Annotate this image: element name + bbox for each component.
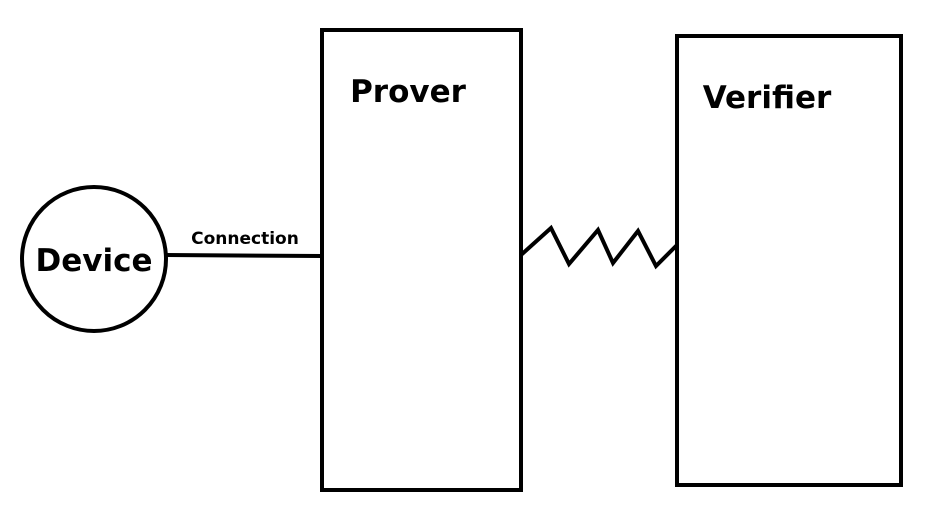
zigzag-line	[519, 224, 679, 270]
zigzag-edge	[519, 224, 679, 270]
device-node: Device	[20, 185, 168, 333]
verifier-label: Verifier	[703, 80, 832, 116]
device-label: Device	[36, 243, 153, 279]
connection-label: Connection	[191, 229, 299, 249]
device-circle	[20, 185, 168, 333]
verifier-box	[675, 34, 903, 487]
prover-box	[320, 28, 523, 492]
prover-node: Prover	[320, 28, 523, 492]
prover-label: Prover	[350, 74, 467, 110]
verifier-node: Verifier	[675, 34, 903, 487]
connection-edge: Connection	[165, 229, 323, 258]
connection-line	[165, 253, 323, 258]
